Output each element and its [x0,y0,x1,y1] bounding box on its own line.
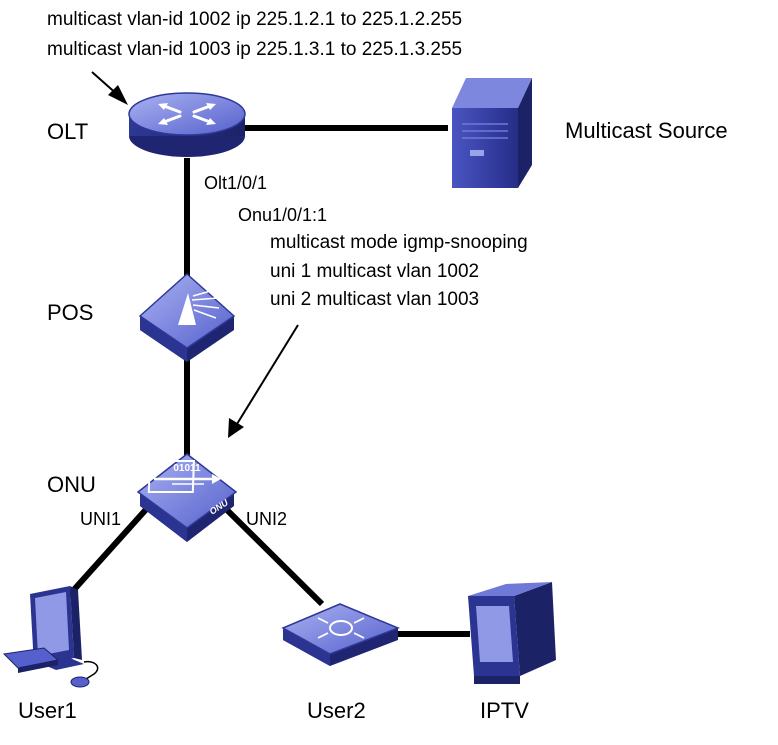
user2-label: User2 [307,698,366,723]
olt-config-line-1: multicast vlan-id 1002 ip 225.1.2.1 to 2… [47,9,463,30]
onu-port-label: Onu1/0/1:1 [238,205,328,225]
onu-config-line-1: multicast mode igmp-snooping [270,232,528,253]
pos-splitter-icon[interactable] [138,272,236,362]
multicast-source-label: Multicast Source [565,118,728,143]
uni1-label: UNI1 [80,509,122,529]
server-icon[interactable] [452,78,532,188]
user1-label: User1 [18,698,77,723]
arrow-to-olt [91,71,128,105]
olt-router-icon[interactable] [128,92,246,157]
pc-icon[interactable] [2,586,99,688]
onu-device-icon[interactable]: 01011 ONU [136,453,238,542]
onu-config-line-3: uni 2 multicast vlan 1003 [270,289,480,310]
olt-port-label: Olt1/0/1 [204,173,268,193]
links [59,125,470,637]
uni2-label: UNI2 [246,509,288,529]
olt-config-line-2: multicast vlan-id 1003 ip 225.1.3.1 to 2… [47,39,463,60]
onu-panel-text: 01011 [173,463,201,474]
olt-label: OLT [47,119,89,144]
tv-icon[interactable] [468,582,556,684]
set-top-box-icon[interactable] [281,603,401,666]
pos-label: POS [47,300,94,325]
arrow-to-onu [228,324,299,438]
onu-config-line-2: uni 1 multicast vlan 1002 [270,261,480,282]
onu-label: ONU [47,472,96,497]
iptv-label: IPTV [480,698,529,723]
link-onu-user1 [59,502,153,606]
link-onu-user2 [219,502,325,607]
